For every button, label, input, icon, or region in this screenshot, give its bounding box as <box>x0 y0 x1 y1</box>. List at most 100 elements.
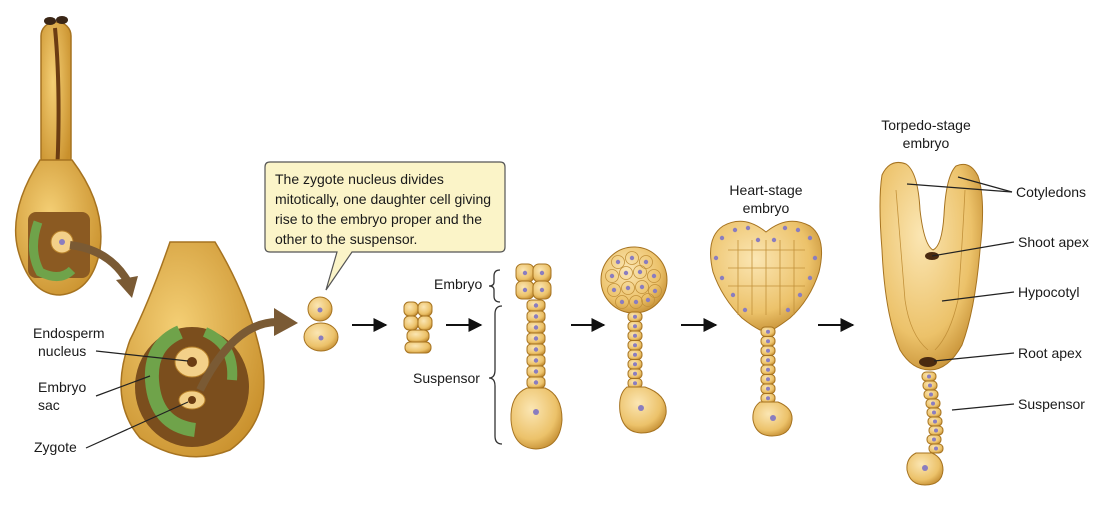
magnify-arrow <box>69 241 132 285</box>
nucleus <box>785 307 791 313</box>
endosperm-label-1: Endosperm <box>33 325 105 341</box>
linear-embryo-stage <box>510 263 563 450</box>
embryo-sac-label-2: sac <box>38 397 60 413</box>
nucleus <box>645 297 651 303</box>
shoot-apex-pointer <box>931 241 1015 257</box>
globular-cell <box>625 251 639 265</box>
nucleus <box>609 273 615 279</box>
nucleus <box>807 275 813 281</box>
suspensor-pointer <box>951 403 1015 411</box>
four-cell-stage <box>403 301 433 354</box>
nucleus <box>766 367 770 372</box>
nucleus <box>633 362 637 367</box>
nucleus <box>766 396 770 401</box>
nucleus <box>807 235 813 241</box>
globular-cell <box>615 295 629 309</box>
nucleus <box>933 419 937 424</box>
nucleus <box>797 292 803 298</box>
nucleus <box>934 428 938 433</box>
nucleus <box>766 329 770 334</box>
nucleus <box>633 343 637 348</box>
suspensor-brace <box>488 305 503 445</box>
globular-cell <box>619 266 633 280</box>
embryo-sac-pointer <box>95 375 151 397</box>
nucleus <box>533 347 539 352</box>
nucleus <box>745 225 751 231</box>
nucleus <box>766 386 770 391</box>
nucleus <box>755 237 761 243</box>
nucleus <box>770 415 776 421</box>
small-ovule-illustration <box>14 16 102 296</box>
nucleus <box>652 288 658 294</box>
two-cell-stage <box>303 296 339 352</box>
nucleus <box>932 437 936 442</box>
nucleus <box>633 314 637 319</box>
nucleus <box>623 270 629 276</box>
nucleus <box>927 374 931 379</box>
nucleus <box>812 255 818 261</box>
nucleus <box>633 299 639 305</box>
nucleus <box>922 465 928 471</box>
nucleus <box>766 339 770 344</box>
nucleus <box>539 270 545 276</box>
endosperm-pointer <box>95 350 189 362</box>
nucleus <box>766 358 770 363</box>
zygote-pointer <box>85 401 189 449</box>
basal-cell <box>510 387 563 450</box>
nucleus <box>742 307 748 313</box>
suspensor-left-label: Suspensor <box>413 370 480 386</box>
embryo-sac-label-1: Embryo <box>38 379 87 395</box>
root-apex-label: Root apex <box>1018 345 1082 361</box>
nucleus <box>928 383 932 388</box>
nucleus <box>522 270 528 276</box>
nucleus <box>771 237 777 243</box>
zygote-label: Zygote <box>34 439 77 455</box>
nucleus <box>533 314 539 319</box>
torpedo-stage-embryo <box>879 161 984 486</box>
globular-cell <box>648 284 662 298</box>
nucleus <box>651 273 657 279</box>
globular-cell <box>641 293 655 307</box>
shoot-apex-region <box>925 252 939 260</box>
nucleus <box>782 225 788 231</box>
zygote-highlight-arrow <box>196 317 281 392</box>
nucleus <box>932 410 936 415</box>
nucleus <box>719 275 725 281</box>
cell-layer <box>934 189 966 351</box>
torpedo-stage-label-1: Torpedo-stage <box>881 117 971 133</box>
root-apex-region <box>919 357 937 367</box>
nucleus <box>533 336 539 341</box>
nucleus <box>633 381 637 386</box>
nucleus <box>713 255 719 261</box>
nucleus <box>625 285 631 291</box>
globular-cell <box>647 269 661 283</box>
embryo-label: Embryo <box>434 276 483 292</box>
zygote-highlight-arrow-head <box>274 308 298 336</box>
nucleus <box>611 287 617 293</box>
nucleus <box>533 409 539 415</box>
magnify-arrow-head <box>116 276 138 298</box>
embryo-brace <box>488 269 501 303</box>
nucleus <box>730 292 736 298</box>
hypocotyl-pointer <box>941 291 1015 302</box>
hypocotyl-label: Hypocotyl <box>1018 284 1080 300</box>
cotyledons-pointer-2 <box>957 176 1013 193</box>
nucleus <box>638 405 644 411</box>
cotyledons-label: Cotyledons <box>1016 184 1087 200</box>
endosperm-label-2: nucleus <box>38 343 87 359</box>
large-ovule-illustration <box>120 241 265 458</box>
nucleus <box>633 333 637 338</box>
nucleus <box>934 446 938 451</box>
nucleus <box>533 325 539 330</box>
torpedo-stage-label-2: embryo <box>902 135 950 151</box>
suspensor-right-label: Suspensor <box>1018 396 1085 412</box>
nucleus <box>533 358 539 363</box>
globular-cell <box>607 283 621 297</box>
globular-cell <box>621 281 635 295</box>
nucleus <box>619 299 625 305</box>
globular-cell <box>611 255 625 269</box>
globular-stage <box>600 246 668 434</box>
nucleus <box>643 259 649 265</box>
nucleus <box>633 324 637 329</box>
